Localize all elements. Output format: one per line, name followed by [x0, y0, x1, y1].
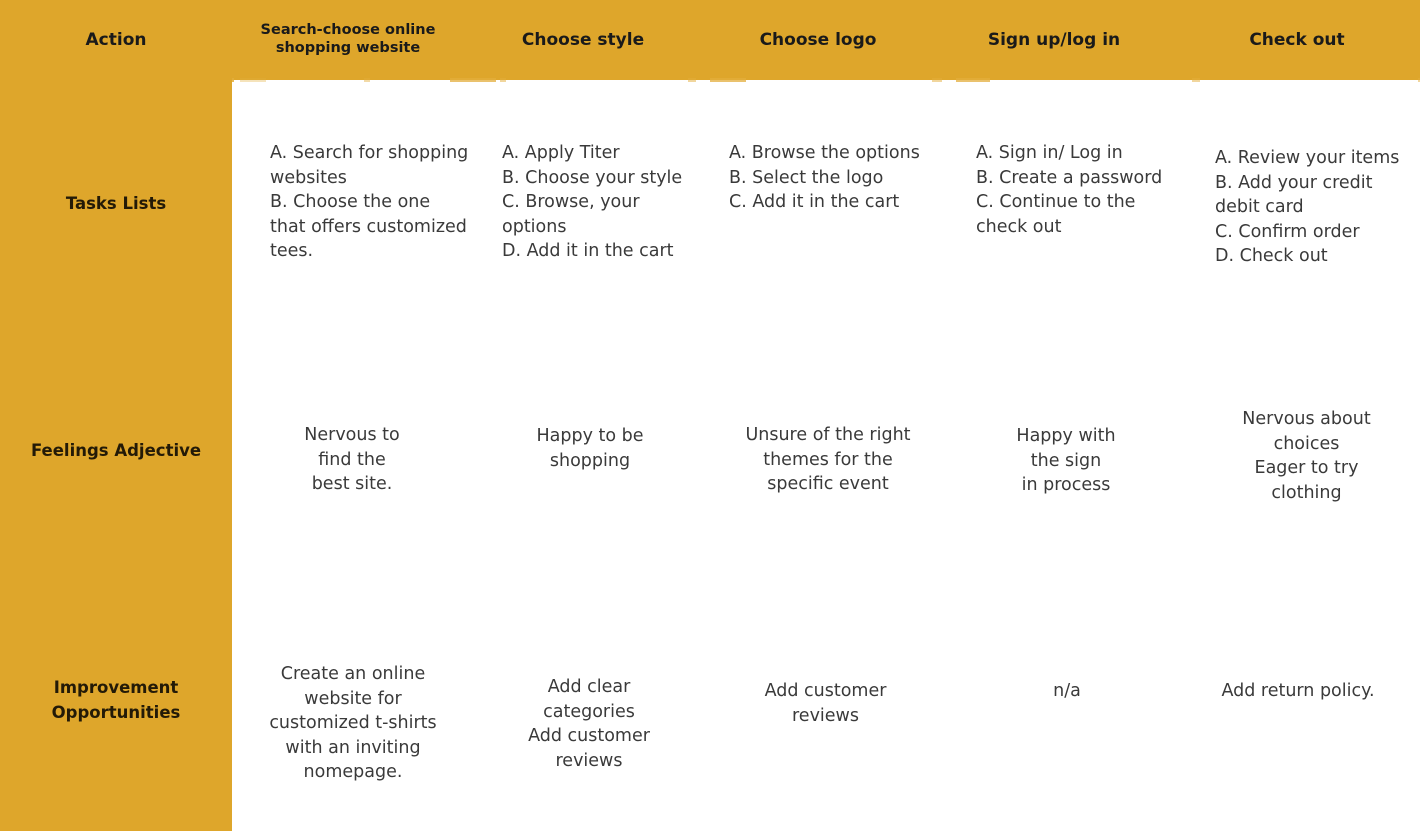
- header-column-search-choose-website: Search-choose online shopping website: [260, 22, 436, 56]
- row-label-improvement-opportunities: Improvement Opportunities: [51, 678, 181, 722]
- cell-feelings-choose-style: Happy to be shopping: [536, 426, 644, 471]
- cell-feelings-sign-up-log-in: Happy with the sign in process: [1016, 426, 1116, 495]
- cell-tasks-sign-up-log-in: A. Sign in/ Log in B. Create a password …: [976, 143, 1163, 237]
- header-column-choose-logo: Choose logo: [759, 29, 877, 50]
- header-action-label: Action: [85, 29, 147, 50]
- cell-improvements-choose-logo: Add customer reviews: [764, 681, 887, 726]
- cell-tasks-choose-style: A. Apply Titer B. Choose your style C. B…: [502, 143, 683, 261]
- cell-tasks-choose-logo: A. Browse the options B. Select the logo…: [729, 143, 920, 212]
- header-band: [0, 0, 1420, 80]
- sidebar-band: [0, 0, 232, 831]
- cell-feelings-search-choose-website: Nervous to find the best site.: [304, 425, 400, 494]
- cell-improvements-search-choose-website: Create an online website for customized …: [269, 664, 437, 782]
- cell-feelings-choose-logo: Unsure of the right themes for the speci…: [745, 425, 911, 494]
- header-column-choose-style: Choose style: [521, 29, 645, 50]
- header-column-check-out: Check out: [1249, 29, 1345, 50]
- cell-tasks-check-out: A. Review your items B. Add your credit …: [1215, 148, 1400, 266]
- header-column-sign-up-log-in: Sign up/log in: [987, 29, 1121, 50]
- cell-improvements-choose-style: Add clear categories Add customer review…: [528, 677, 650, 771]
- content-panel: [232, 80, 1420, 831]
- cell-improvements-sign-up-log-in: n/a: [1053, 681, 1081, 701]
- cell-tasks-search-choose-website: A. Search for shopping websites B. Choos…: [270, 143, 469, 261]
- row-label-feelings-adjective: Feelings Adjective: [30, 441, 202, 460]
- row-label-tasks-lists: Tasks Lists: [65, 194, 167, 213]
- cell-feelings-check-out: Nervous about choices Eager to try cloth…: [1242, 409, 1371, 503]
- cell-improvements-check-out: Add return policy.: [1221, 681, 1375, 701]
- header-row: Action Search-choose online shopping web…: [0, 0, 1420, 80]
